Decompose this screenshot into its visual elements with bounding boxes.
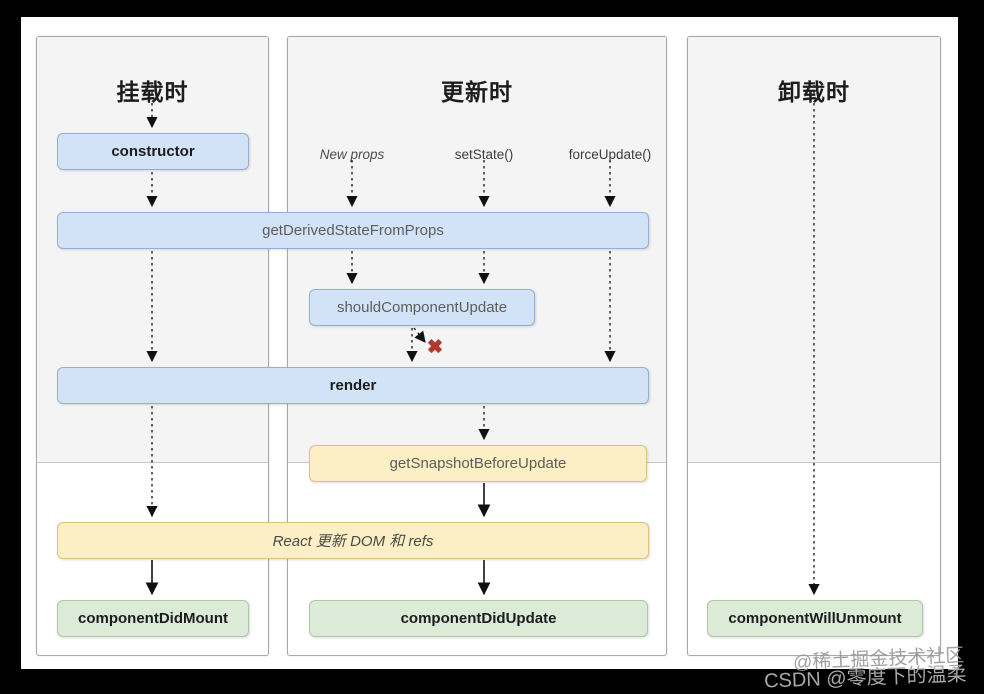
node-componentdidupdate: componentDidUpdate [309,600,648,637]
node-render: render [57,367,649,404]
diagram-canvas: 挂载时 更新时 卸载时 New props setState() forceUp… [21,17,958,669]
node-componentdidmount: componentDidMount [57,600,249,637]
panel-unmounting: 卸载时 [687,36,941,656]
trigger-new-props: New props [319,147,385,162]
panel-updating: 更新时 [287,36,667,656]
node-componentwillunmount: componentWillUnmount [707,600,923,637]
phase-title-unmounting: 卸载时 [778,79,850,105]
node-getsnapshotbeforeupdate: getSnapshotBeforeUpdate [309,445,647,482]
node-react-updates-dom: React 更新 DOM 和 refs [57,522,649,559]
trigger-force-update: forceUpdate() [568,147,652,162]
trigger-set-state: setState() [454,147,514,162]
node-shouldcomponentupdate: shouldComponentUpdate [309,289,535,326]
node-getderivedstatefromprops: getDerivedStateFromProps [57,212,649,249]
panel-mounting: 挂载时 [36,36,269,656]
skip-update-x-icon: ✖ [427,337,443,358]
phase-title-mounting: 挂载时 [116,79,189,105]
phase-title-updating: 更新时 [441,79,513,105]
node-constructor: constructor [57,133,249,170]
